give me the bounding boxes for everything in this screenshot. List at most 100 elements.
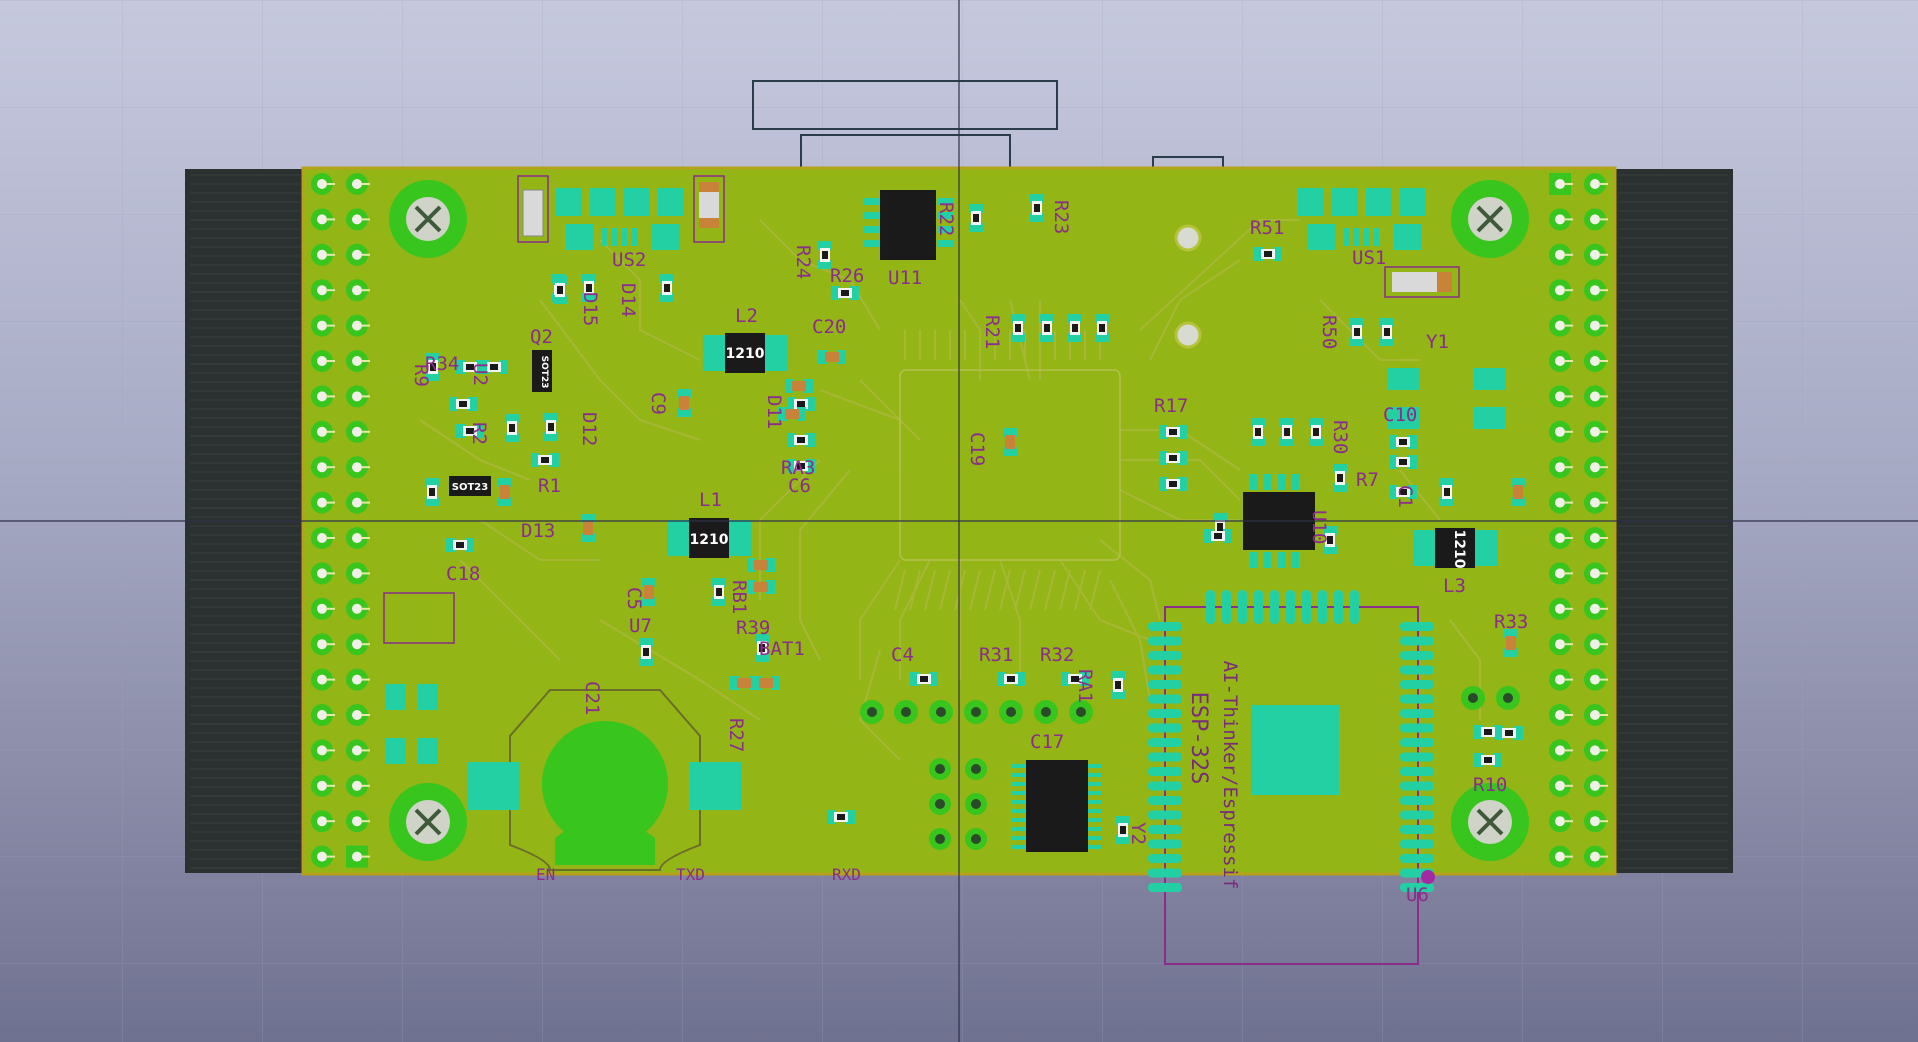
header-pin[interactable] [311,420,335,443]
coin-cell-battery-icon[interactable] [468,689,742,871]
header-pin[interactable] [1584,704,1608,726]
header-pin[interactable] [1584,420,1608,443]
resistor[interactable] [1333,464,1347,492]
resistor[interactable] [1389,485,1417,499]
header-pin[interactable] [1584,173,1608,195]
header-pin[interactable] [1584,314,1608,337]
inductor-l3[interactable] [1413,528,1498,568]
resistor[interactable] [997,672,1025,686]
header-pin[interactable] [346,845,370,868]
header-pin[interactable] [1584,491,1608,514]
tht-pad[interactable] [999,700,1023,724]
resistor[interactable] [827,810,855,824]
resistor[interactable] [1254,247,1282,261]
header-pin[interactable] [311,350,335,372]
through-hole-pads[interactable] [860,686,1520,850]
header-pin[interactable] [1549,704,1573,726]
header-pin[interactable] [311,491,335,514]
header-pin[interactable] [1584,562,1608,585]
header-pin[interactable] [1549,279,1573,302]
resistor[interactable] [1474,753,1502,767]
header-pin[interactable] [346,633,370,656]
capacitor[interactable] [1504,629,1518,657]
tht-pad[interactable] [929,700,953,724]
resistor[interactable] [1389,435,1417,449]
resistor[interactable] [1061,672,1089,686]
capacitor[interactable] [1003,428,1017,456]
header-pin[interactable] [311,704,335,726]
resistor[interactable] [426,353,440,381]
header-pin[interactable] [1549,243,1573,266]
capacitor[interactable] [778,407,806,421]
header-pin[interactable] [1584,774,1608,797]
header-pin[interactable] [346,597,370,620]
resistor[interactable] [1040,314,1054,342]
header-pin[interactable] [1584,279,1608,302]
resistor[interactable] [1280,418,1294,446]
header-pin[interactable] [346,739,370,762]
usb-pads-us1[interactable] [1298,188,1426,250]
header-pin[interactable] [346,350,370,372]
header-pin[interactable] [1584,810,1608,833]
header-pin[interactable] [1549,668,1573,691]
tht-pad[interactable] [965,793,987,815]
header-pin[interactable] [1549,420,1573,443]
resistor[interactable] [831,286,859,300]
tht-pad[interactable] [1496,686,1520,710]
header-pin[interactable] [346,385,370,408]
tht-pad[interactable] [860,700,884,724]
header-pin[interactable] [311,314,335,337]
header-pin[interactable] [1549,350,1573,372]
resistor[interactable] [1111,671,1125,699]
header-pin[interactable] [311,279,335,302]
resistor[interactable] [910,672,938,686]
resistor[interactable] [1350,318,1364,346]
inductor-l2[interactable] [703,333,788,373]
esp32-module-u2[interactable] [1148,590,1435,965]
header-pin[interactable] [1549,774,1573,797]
header-pin[interactable] [1549,527,1573,549]
resistor[interactable] [1251,418,1265,446]
resistor[interactable] [639,638,653,666]
header-pins[interactable] [311,173,1608,868]
inductor-l1[interactable] [667,518,752,558]
capacitor[interactable] [747,580,775,594]
transistor-sot23[interactable] [449,476,491,496]
header-pin[interactable] [311,562,335,585]
header-pin[interactable] [1584,668,1608,691]
resistor[interactable] [505,414,519,442]
header-pin[interactable] [1584,633,1608,656]
header-pin[interactable] [311,739,335,762]
resistor[interactable] [787,433,815,447]
resistor[interactable] [660,274,674,302]
resistor[interactable] [553,276,567,304]
resistor[interactable] [1204,529,1232,543]
tht-pad[interactable] [964,700,988,724]
tht-pad[interactable] [1069,700,1093,724]
resistor[interactable] [1159,477,1187,491]
capacitor[interactable] [498,478,512,506]
header-pin[interactable] [1549,633,1573,656]
resistor[interactable] [425,478,439,506]
resistor[interactable] [1095,314,1109,342]
tht-pad[interactable] [929,828,951,850]
tht-pad[interactable] [1034,700,1058,724]
header-pin[interactable] [1584,385,1608,408]
resistor[interactable] [1389,455,1417,469]
ic-u7-outline[interactable] [383,592,455,644]
header-pin[interactable] [311,173,335,195]
header-pin[interactable] [311,633,335,656]
header-pin[interactable] [346,173,370,195]
header-pin[interactable] [311,208,335,231]
header-pin[interactable] [346,243,370,266]
header-pin[interactable] [346,668,370,691]
resistor[interactable] [787,397,815,411]
header-pin[interactable] [346,491,370,514]
header-pin[interactable] [346,562,370,585]
header-pin[interactable] [1584,739,1608,762]
tht-pad[interactable] [894,700,918,724]
resistor[interactable] [544,413,558,441]
resistor[interactable] [1495,726,1523,740]
crystal-y2[interactable] [385,684,438,764]
